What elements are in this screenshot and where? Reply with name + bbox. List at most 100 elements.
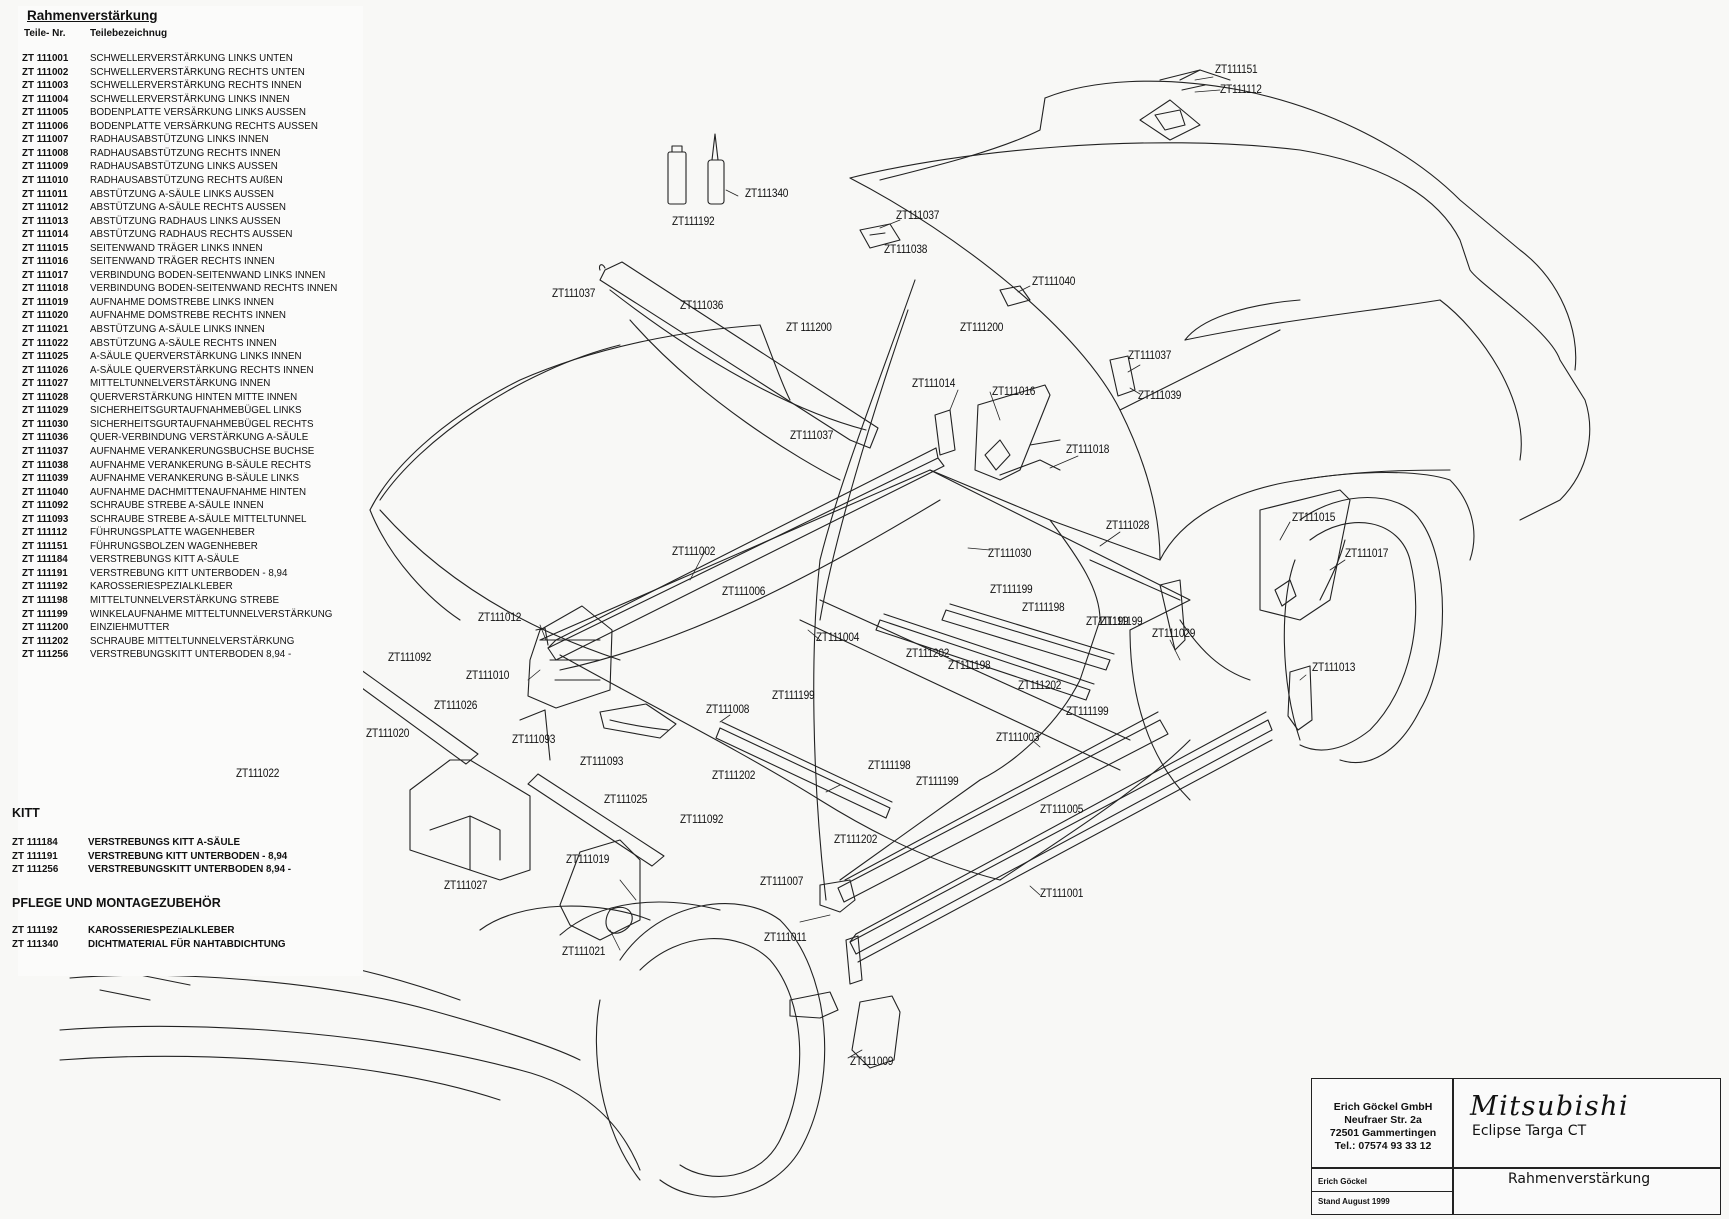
- callout-label: ZT111027: [444, 880, 488, 892]
- part-description: VERBINDUNG BODEN-SEITENWAND RECHTS INNEN: [90, 283, 338, 295]
- part-description: SCHWELLERVERSTÄRKUNG LINKS UNTEN: [90, 53, 293, 64]
- column-header-description: Teilebezeichnug: [90, 28, 168, 39]
- part-description: AUFNAHME VERANKERUNGSBUCHSE BUCHSE: [90, 445, 315, 457]
- callout-label: ZT111037: [552, 288, 596, 300]
- part-description: AUFNAHME DOMSTREBE LINKS INNEN: [90, 296, 274, 308]
- part-number: ZT 111013: [22, 215, 69, 227]
- part-description: QUER-VERBINDUNG VERSTÄRKUNG A-SÄULE: [90, 432, 309, 444]
- part-number: ZT 111192: [22, 581, 68, 593]
- part-description: WINKELAUFNAHME MITTELTUNNELVERSTÄRKUNG: [90, 608, 333, 620]
- part-number: ZT 111011: [22, 188, 68, 200]
- parts-list-panel: Rahmenverstärkung Teile- Nr. Teilebezeic…: [12, 6, 363, 976]
- part-description: SCHWELLERVERSTÄRKUNG LINKS INNEN: [90, 93, 290, 105]
- part-number: ZT 111028: [22, 391, 69, 403]
- part-number: ZT 111039: [22, 473, 69, 485]
- part-number: ZT 111192: [12, 925, 58, 936]
- callout-label: ZT111013: [1312, 662, 1356, 674]
- part-description: SCHRAUBE STREBE A-SÄULE INNEN: [90, 500, 264, 512]
- part-number: ZT 111026: [22, 364, 69, 376]
- callout-label: ZT111007: [760, 876, 804, 888]
- part-description: SICHERHEITSGURTAUFNAHMEBÜGEL RECHTS: [90, 418, 314, 430]
- part-number: ZT 111001: [22, 53, 69, 64]
- parts-list-row: ZT 111198 MITTELTUNNELVERSTÄRKUNG STREBE: [22, 594, 362, 607]
- title-block: Erich Göckel GmbH Neufraer Str. 2a 72501…: [1311, 1078, 1721, 1215]
- part-number: ZT 111037: [22, 445, 69, 457]
- callout-label: ZT111199: [1066, 706, 1109, 718]
- part-number: ZT 111191: [12, 850, 58, 862]
- callout-label: ZT111002: [672, 546, 716, 558]
- part-number: ZT 111191: [22, 567, 68, 579]
- part-number: ZT 111014: [22, 229, 69, 241]
- part-description: ABSTÜTZUNG RADHAUS LINKS AUSSEN: [90, 215, 281, 227]
- part-number: ZT 111112: [22, 527, 68, 539]
- part-number: ZT 111198: [22, 595, 68, 606]
- callout-label: ZT111040: [1032, 276, 1076, 288]
- part-number: ZT 111020: [22, 310, 69, 322]
- callout-label: ZT111019: [566, 854, 610, 866]
- part-number: ZT 111009: [22, 161, 69, 173]
- part-description: SEITENWAND TRÄGER RECHTS INNEN: [90, 256, 275, 268]
- callout-label: ZT111005: [1040, 804, 1084, 816]
- callout-label: ZT111199: [1100, 616, 1143, 628]
- company-address: Erich Göckel GmbH Neufraer Str. 2a 72501…: [1318, 1101, 1448, 1153]
- callout-label: ZT111037: [1128, 350, 1172, 362]
- parts-list-row: ZT 111040 AUFNAHME DACHMITTENAUFNAHME HIN…: [22, 486, 362, 499]
- parts-list-row: ZT 111037 AUFNAHME VERANKERUNGSBUCHSE BUC…: [22, 445, 362, 458]
- company-city: 72501 Gammertingen: [1329, 1127, 1437, 1139]
- callout-label: ZT111199: [772, 690, 815, 702]
- part-description: SCHWELLERVERSTÄRKUNG RECHTS UNTEN: [90, 66, 305, 78]
- part-description: MITTELTUNNELVERSTÄRKUNG STREBE: [90, 595, 280, 606]
- part-number: ZT 111040: [22, 486, 69, 498]
- callout-label: ZT111028: [1106, 520, 1150, 532]
- part-number: ZT 111022: [22, 337, 69, 349]
- callout-label: ZT111151: [1215, 64, 1258, 76]
- part-description: RADHAUSABSTÜTZUNG RECHTS AUßEN: [90, 174, 283, 186]
- part-description: ABSTÜTZUNG RADHAUS RECHTS AUSSEN: [90, 229, 293, 241]
- part-description: MITTELTUNNELVERSTÄRKUNG INNEN: [90, 378, 271, 390]
- callout-label: ZT111009: [850, 1056, 894, 1068]
- callout-label: ZT111025: [604, 794, 648, 806]
- part-number: ZT 111184: [12, 837, 58, 848]
- callout-label: ZT111202: [834, 834, 878, 846]
- callout-label: ZT111039: [1138, 390, 1182, 402]
- part-description: QUERVERSTÄRKUNG HINTEN MITTE INNEN: [90, 391, 298, 403]
- part-description: FÜHRUNGSPLATTE WAGENHEBER: [90, 527, 255, 539]
- callout-label: ZT111092: [388, 652, 432, 664]
- callout-label: ZT111018: [1066, 444, 1110, 456]
- callout-label: ZT 111200: [786, 322, 832, 334]
- callout-label: ZT111003: [996, 732, 1040, 744]
- part-number: ZT 111038: [22, 459, 69, 471]
- part-number: ZT 111199: [22, 608, 68, 620]
- part-description: VERBINDUNG BODEN-SEITENWAND LINKS INNEN: [90, 269, 326, 281]
- drawing-title: Rahmenverstärkung: [1508, 1171, 1651, 1187]
- part-description: VERSTREBUNG KITT UNTERBODEN - 8,94: [90, 567, 288, 579]
- callout-label: ZT111020: [366, 728, 410, 740]
- part-description: ABSTÜTZUNG A-SÄULE LINKS AUSSEN: [90, 188, 275, 200]
- part-number: ZT 111093: [22, 513, 69, 525]
- sill-reinforcements: [547, 447, 1273, 963]
- parts-list-row: ZT 111199 WINKELAUFNAHME MITTELTUNNELVERS…: [22, 608, 362, 621]
- part-description: AUFNAHME DACHMITTENAUFNAHME HINTEN: [90, 486, 307, 498]
- title-block-divider: [1312, 1167, 1720, 1169]
- callout-label: ZT111198: [868, 760, 911, 772]
- title-block-divider: [1312, 1191, 1452, 1192]
- part-description: KAROSSERIESPEZIALKLEBER: [90, 581, 233, 593]
- part-description: EINZIEHMUTTER: [90, 622, 170, 634]
- callout-label: ZT111012: [478, 612, 522, 624]
- parts-list-row: ZT 111191 VERSTREBUNG KITT UNTERBODEN - 8…: [22, 567, 362, 580]
- drawing-date: Stand August 1999: [1318, 1197, 1390, 1206]
